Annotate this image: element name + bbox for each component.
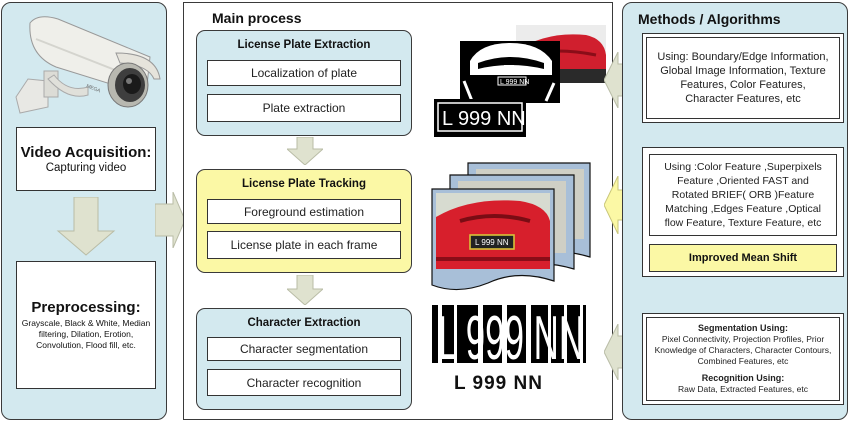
segmentation-line: Combined Features, etc	[697, 356, 789, 366]
camera-image: MEGA	[8, 9, 163, 124]
video-acquisition-subtitle: Capturing video	[45, 162, 127, 174]
binary-plate-image: L 999 NN	[434, 99, 526, 137]
tracking-methods-line: Feature ,Oriented FAST and	[677, 175, 809, 187]
stage-license-plate-tracking: License Plate Tracking Foreground estima…	[196, 169, 412, 273]
methods-panel: Methods / Algorithms Using: Boundary/Edg…	[622, 2, 848, 420]
step-character-recognition: Character recognition	[207, 369, 401, 396]
step-localization-of-plate: Localization of plate	[207, 60, 401, 86]
tracked-plate-text: L 999 NN	[475, 238, 509, 247]
extraction-methods-line: Global Image Information, Texture	[660, 65, 826, 77]
right-arrow-icon	[155, 192, 185, 248]
down-arrow-icon	[287, 275, 323, 305]
step-license-plate-in-each-frame: License plate in each frame	[207, 231, 401, 259]
step-plate-extraction: Plate extraction	[207, 94, 401, 122]
segmented-characters-image: L 999 NN	[430, 304, 590, 373]
segmentation-line: Pixel Connectivity, Projection Profiles,…	[661, 334, 825, 344]
character-methods-box: Segmentation Using: Pixel Connectivity, …	[642, 313, 844, 405]
preprocessing-title: Preprocessing:	[31, 299, 141, 316]
stage-character-extraction: Character Extraction Character segmentat…	[196, 308, 412, 410]
extraction-methods-box: Using: Boundary/Edge Information, Global…	[642, 33, 844, 123]
extraction-methods-line: Character Features, etc	[685, 93, 801, 105]
svg-text:L 999 NN: L 999 NN	[500, 79, 529, 86]
extraction-methods-line: Features, Color Features,	[680, 79, 806, 91]
tracking-methods-box: Using :Color Feature ,Superpixels Featur…	[642, 147, 844, 277]
video-acquisition-box: Video Acquisition: Capturing video	[16, 127, 156, 191]
red-car-image	[516, 25, 606, 83]
tracking-methods-line: Using :Color Feature ,Superpixels	[664, 161, 822, 173]
barcode-chars-text: L 999 NN	[438, 305, 584, 365]
stage-license-plate-extraction: License Plate Extraction Localization of…	[196, 30, 412, 136]
improved-mean-shift-badge: Improved Mean Shift	[649, 244, 837, 272]
recognized-plate-text: L 999 NN	[454, 373, 543, 394]
input-panel: MEGA Video Acquisition: Capturing video …	[1, 2, 167, 420]
tracking-methods-line: flow Feature, Texture Feature, etc	[664, 217, 822, 229]
tracking-methods-line: Rotated BRIEF( ORB )Feature	[671, 189, 815, 201]
main-process-frame: Main process License Plate Extraction Lo…	[183, 2, 613, 420]
frame-stack-image: L 999 NN	[430, 161, 600, 291]
segmentation-line: Knowledge of Characters, Character Conto…	[654, 345, 832, 355]
segmentation-title: Segmentation Using:	[697, 323, 788, 333]
recognition-title: Recognition Using:	[701, 373, 785, 383]
preprocessing-box: Preprocessing: Grayscale, Black & White,…	[16, 261, 156, 389]
binary-plate-text: L 999 NN	[442, 108, 526, 130]
preprocessing-line: Grayscale, Black & White, Median	[21, 318, 151, 328]
tracking-methods-text: Using :Color Feature ,Superpixels Featur…	[649, 154, 837, 236]
stage-title: License Plate Tracking	[241, 178, 366, 190]
preprocessing-line: filtering, Dilation, Erotion,	[38, 329, 134, 339]
binary-car-image: L 999 NN	[460, 41, 560, 103]
step-character-segmentation: Character segmentation	[207, 337, 401, 361]
extraction-methods-line: Using: Boundary/Edge Information,	[657, 51, 829, 63]
preprocessing-line: Convolution, Flood fill, etc.	[36, 340, 136, 350]
step-foreground-estimation: Foreground estimation	[207, 199, 401, 224]
recognition-line: Raw Data, Extracted Features, etc	[678, 384, 808, 394]
svg-text:MEGA: MEGA	[85, 83, 102, 94]
stage-title: License Plate Extraction	[237, 39, 371, 51]
tracking-methods-line: Matching ,Edges Feature ,Optical	[665, 203, 821, 215]
down-arrow-icon	[56, 197, 116, 257]
down-arrow-icon	[287, 137, 323, 165]
main-process-title: Main process	[212, 10, 302, 26]
stage-title: Character Extraction	[247, 317, 361, 329]
methods-title: Methods / Algorithms	[638, 11, 781, 27]
video-acquisition-title: Video Acquisition:	[20, 144, 152, 161]
